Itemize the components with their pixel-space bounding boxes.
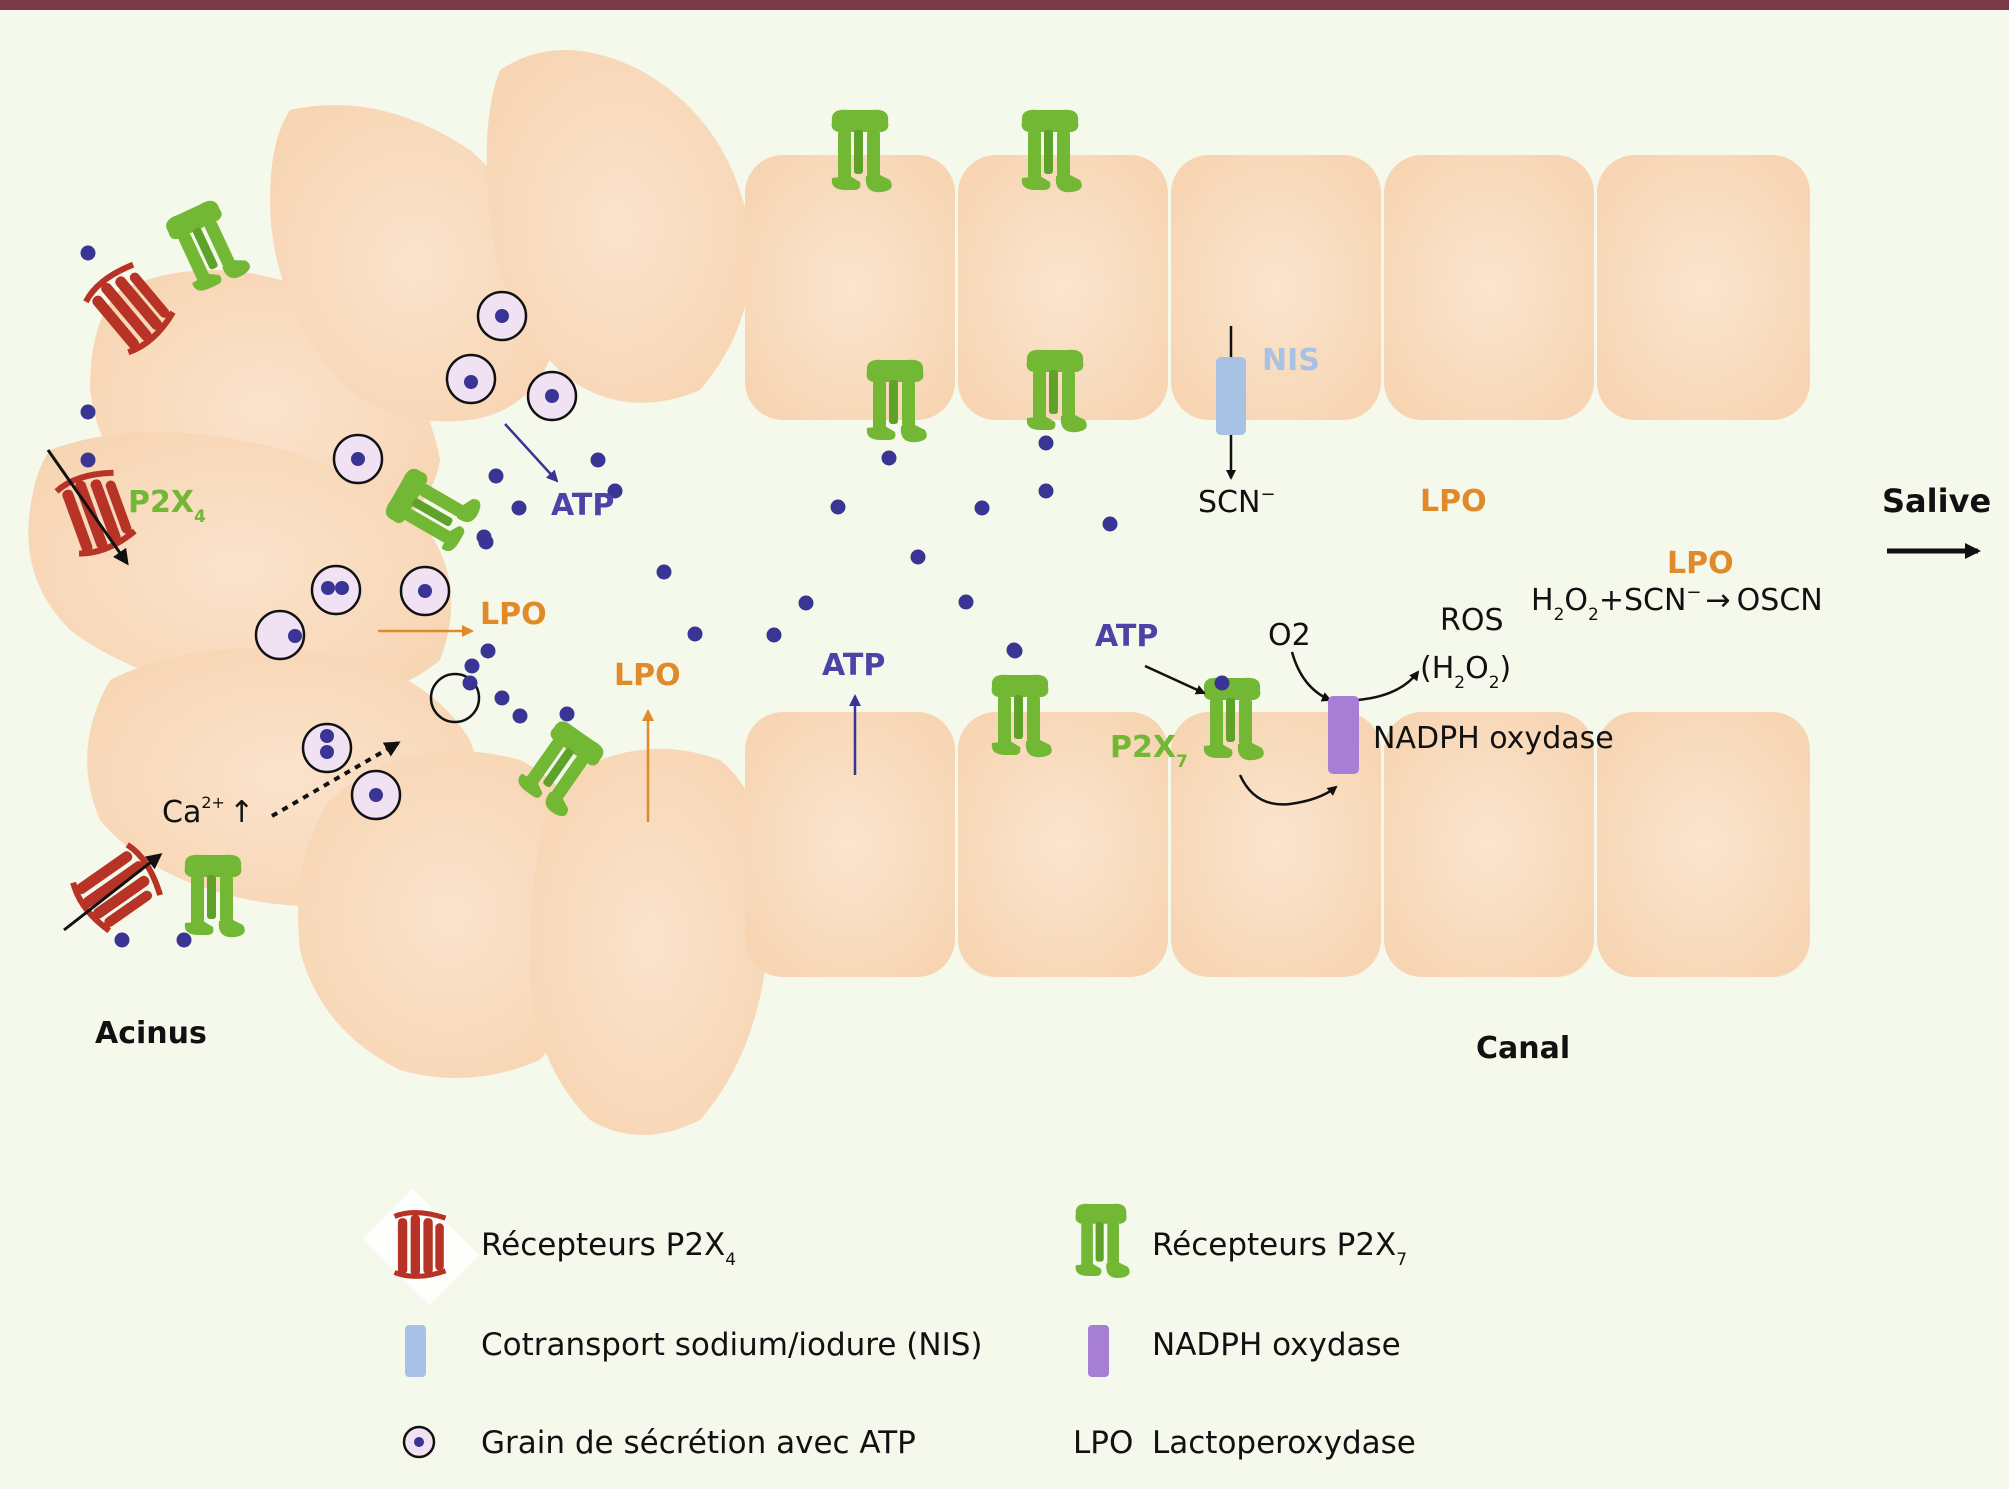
acinar-cell: [298, 751, 600, 1078]
legend-p2x7-icon: [1075, 1203, 1130, 1278]
atp-label-top: ATP: [551, 488, 614, 523]
duct-cell: [1384, 712, 1594, 977]
duct-cells-upper: [745, 155, 1810, 420]
canal-label: Canal: [1476, 1031, 1570, 1066]
duct-cells-lower: [745, 712, 1810, 977]
p2x4-label: P2X4: [128, 485, 206, 527]
legend-nis-text: Cotransport sodium/iodure (NIS): [481, 1327, 983, 1363]
top-border-bar: [0, 0, 2009, 10]
legend-lpo-abbr: LPO: [1073, 1425, 1133, 1461]
p2x4-flux-arrow: [46, 449, 129, 566]
legend-nadph-icon: [1088, 1325, 1109, 1377]
o2-label: O2: [1268, 618, 1311, 653]
atp-label-right: ATP: [1095, 619, 1158, 654]
scn-label: SCN−: [1198, 484, 1276, 520]
calcium-label: Ca2+↑: [162, 793, 254, 830]
atp-release-arrow: [504, 423, 559, 483]
ca-signal-arrow: [270, 741, 401, 818]
duct-cell: [1384, 155, 1594, 420]
lpo-label-canal: LPO: [1420, 484, 1487, 519]
nis-label: NIS: [1262, 343, 1320, 378]
p2x4-flux-arrow: [63, 853, 163, 932]
acinar-cells: [28, 50, 770, 1135]
atp-molecules: [80, 245, 1230, 948]
duct-cell: [958, 155, 1168, 420]
diagram-labels: P2X4 ATP LPO LPO ATP ATP NIS SCN− LPO Sa…: [95, 343, 1991, 1066]
duct-cell: [745, 712, 955, 977]
secretory-granule: [254, 609, 306, 661]
acinus-label: Acinus: [95, 1016, 207, 1051]
nis-transporter: [1216, 357, 1246, 435]
duct-cell: [1597, 712, 1810, 977]
duct-cell: [1171, 712, 1381, 977]
o2-to-nadph-arrow: [1290, 651, 1332, 702]
p2x7-label: P2X7: [1110, 730, 1188, 772]
acinar-cell: [486, 50, 752, 403]
lpo-label-left: LPO: [480, 597, 547, 632]
salive-label: Salive: [1882, 482, 1991, 520]
atp-label-mid: ATP: [822, 648, 885, 683]
lpo-label-right: LPO: [1667, 546, 1734, 581]
legend-nis-icon: [405, 1325, 426, 1377]
legend-lpo-text: Lactoperoxydase: [1152, 1425, 1416, 1461]
legend-granule-text: Grain de sécrétion avec ATP: [481, 1425, 916, 1461]
atp-to-p2x7-arrow: [1144, 664, 1206, 695]
secretory-granule-empty: [429, 672, 481, 724]
nadph-label: NADPH oxydase: [1373, 721, 1614, 756]
legend-p2x4-text: Récepteurs P2X4: [481, 1227, 736, 1270]
reaction-equation: H2O2+SCN−→OSCN: [1531, 582, 1823, 625]
duct-cell: [745, 155, 955, 420]
legend-p2x4-backdrop: [363, 1189, 479, 1305]
lpo-label-mid: LPO: [614, 658, 681, 693]
ros-h2o2-label: (H2O2): [1420, 651, 1511, 693]
legend-p2x7-text: Récepteurs P2X7: [1152, 1227, 1407, 1270]
duct-cell: [1171, 155, 1381, 420]
acinar-cell: [28, 432, 452, 702]
nadph-oxidase: [1328, 696, 1359, 774]
nadph-to-ros-arrow: [1357, 670, 1420, 702]
granule-atp-dots: [288, 309, 559, 802]
legend: Récepteurs P2X4 Récepteurs P2X7 Cotransp…: [363, 1189, 1416, 1461]
legend-nadph-text: NADPH oxydase: [1152, 1327, 1401, 1363]
p2x7-to-nadph-arrow: [1238, 774, 1338, 806]
duct-cell: [1597, 155, 1810, 420]
ros-label: ROS: [1440, 603, 1504, 638]
acinar-cell: [530, 748, 770, 1135]
duct-cell: [958, 712, 1168, 977]
